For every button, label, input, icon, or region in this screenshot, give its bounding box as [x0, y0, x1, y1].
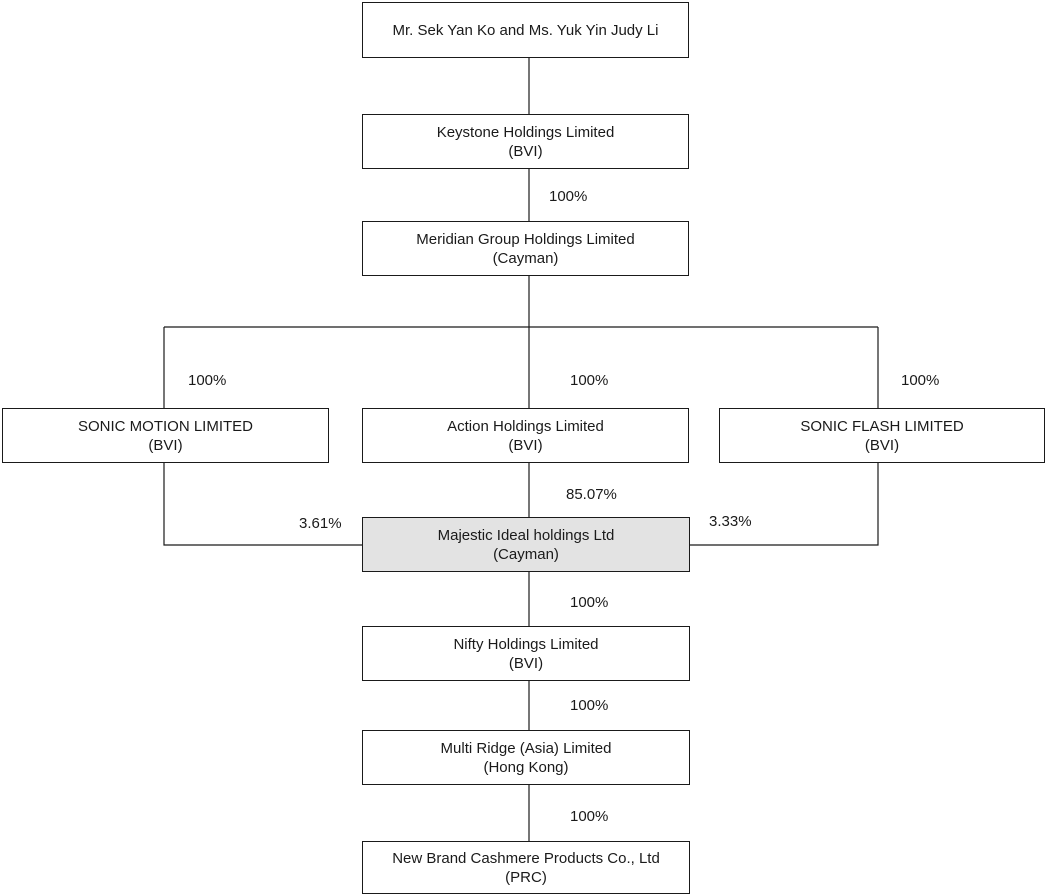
ownership-label-sonic-flash-majestic: 3.33%: [709, 513, 752, 530]
ownership-label-action-majestic: 85.07%: [566, 486, 617, 503]
entity-name: Keystone Holdings Limited: [436, 123, 615, 141]
entity-box-new-brand: New Brand Cashmere Products Co., Ltd (PR…: [362, 841, 690, 894]
entity-jurisdiction: (BVI): [148, 436, 183, 454]
ownership-label-majestic-nifty: 100%: [570, 594, 609, 611]
ownership-label-meridian-sonic-flash: 100%: [901, 372, 940, 389]
entity-box-sonic-motion: SONIC MOTION LIMITED (BVI): [2, 408, 329, 463]
entity-box-multi-ridge: Multi Ridge (Asia) Limited (Hong Kong): [362, 730, 690, 785]
line-sonic-flash-majestic: [690, 463, 879, 546]
entity-name: Mr. Sek Yan Ko and Ms. Yuk Yin Judy Li: [392, 21, 659, 39]
entity-box-action: Action Holdings Limited (BVI): [362, 408, 689, 463]
ownership-label-meridian-action: 100%: [570, 372, 609, 389]
entity-jurisdiction: (BVI): [508, 142, 543, 160]
ownership-label-keystone-meridian: 100%: [549, 188, 588, 205]
entity-jurisdiction: (BVI): [508, 436, 543, 454]
entity-name: Majestic Ideal holdings Ltd: [437, 526, 615, 544]
entity-box-sonic-flash: SONIC FLASH LIMITED (BVI): [719, 408, 1045, 463]
entity-box-keystone: Keystone Holdings Limited (BVI): [362, 114, 689, 169]
ownership-label-meridian-sonic-motion: 100%: [188, 372, 227, 389]
entity-jurisdiction: (Cayman): [493, 545, 559, 563]
entity-box-meridian: Meridian Group Holdings Limited (Cayman): [362, 221, 689, 276]
entity-name: Action Holdings Limited: [447, 417, 604, 435]
ownership-label-multi-ridge-new-brand: 100%: [570, 808, 609, 825]
entity-name: Nifty Holdings Limited: [453, 635, 599, 653]
entity-name: SONIC FLASH LIMITED: [800, 417, 964, 435]
entity-name: New Brand Cashmere Products Co., Ltd: [392, 849, 660, 867]
entity-name: SONIC MOTION LIMITED: [77, 417, 253, 435]
entity-name: Meridian Group Holdings Limited: [416, 230, 635, 248]
entity-box-majestic: Majestic Ideal holdings Ltd (Cayman): [362, 517, 690, 572]
entity-jurisdiction: (BVI): [864, 436, 900, 454]
entity-jurisdiction: (PRC): [505, 868, 547, 886]
entity-box-owners: Mr. Sek Yan Ko and Ms. Yuk Yin Judy Li: [362, 2, 689, 58]
ownership-label-sonic-motion-majestic: 3.61%: [299, 515, 342, 532]
entity-jurisdiction: (BVI): [508, 654, 544, 672]
line-sonic-motion-majestic: [163, 463, 362, 546]
entity-name: Multi Ridge (Asia) Limited: [440, 739, 612, 757]
entity-jurisdiction: (Hong Kong): [483, 758, 569, 776]
entity-box-nifty: Nifty Holdings Limited (BVI): [362, 626, 690, 681]
entity-jurisdiction: (Cayman): [492, 249, 559, 267]
ownership-label-nifty-multi-ridge: 100%: [570, 697, 609, 714]
